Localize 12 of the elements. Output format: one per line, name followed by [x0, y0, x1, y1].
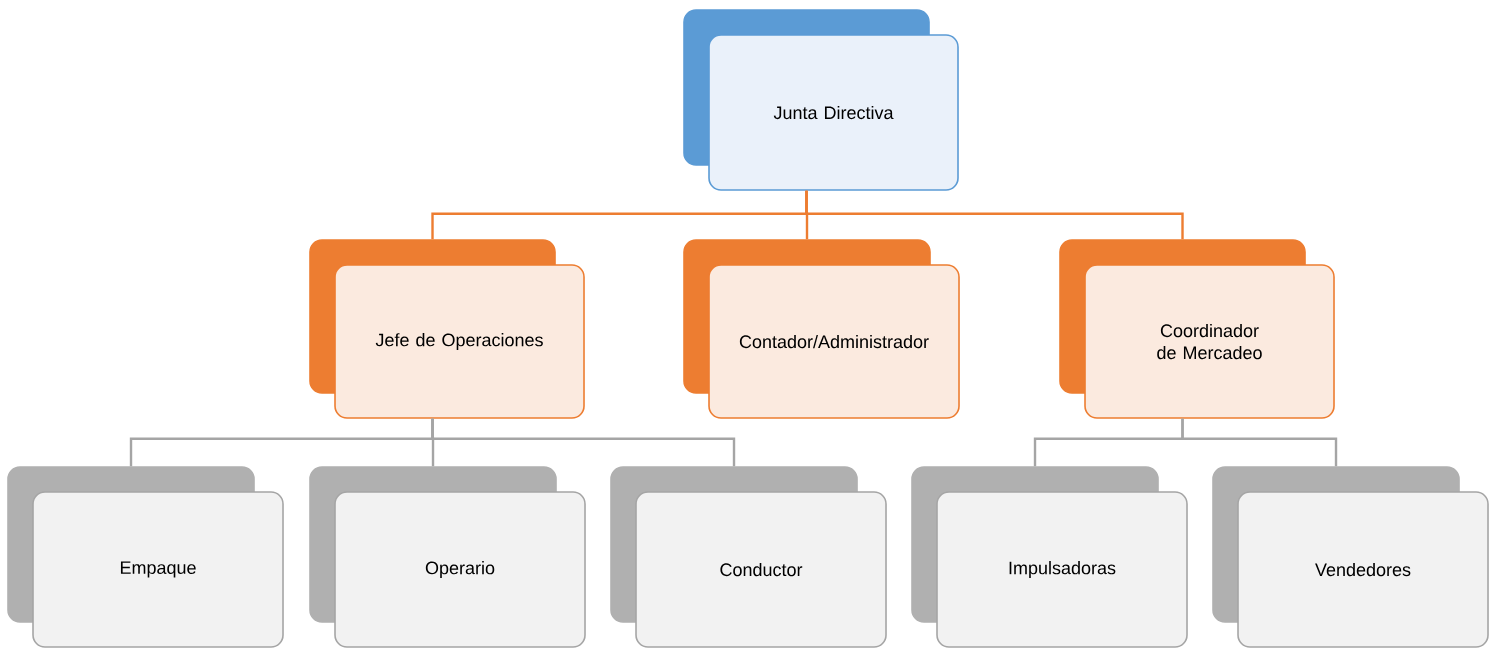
org-box: Jefe de Operaciones — [309, 239, 585, 419]
connector-line — [431, 418, 736, 467]
connector-line — [805, 190, 1184, 240]
org-box: Impulsadoras — [911, 466, 1188, 648]
connector-line — [1181, 418, 1338, 467]
org-box: Contador/Administrador — [683, 239, 960, 419]
org-box: Junta Directiva — [683, 9, 959, 191]
org-box: Vendedores — [1212, 466, 1489, 648]
org-box: Empaque — [7, 466, 284, 648]
org-box: Conductor — [610, 466, 887, 648]
org-box: Operario — [309, 466, 586, 648]
org-box: Coordinador de Mercadeo — [1059, 239, 1335, 419]
